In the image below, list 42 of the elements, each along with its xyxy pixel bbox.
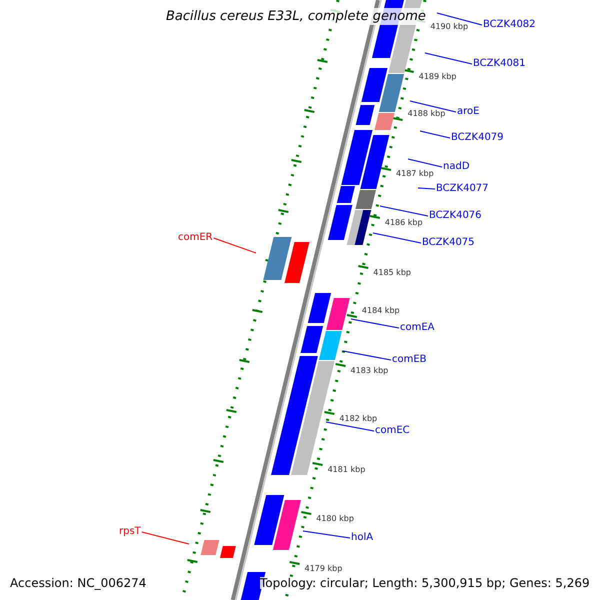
leader-line [408, 158, 442, 168]
gene-label: comER [178, 233, 213, 243]
gene-label: aroE [457, 107, 480, 117]
scale-label: 4190 kbp [430, 23, 468, 31]
footer-text: Accession: NC_006274 [10, 577, 146, 589]
gene-label: BCZK4081 [473, 59, 526, 69]
gene-label: nadD [443, 162, 470, 172]
footer-text: Topology: circular; Length: 5,300,915 bp; Genes: 5,269 [260, 577, 590, 589]
scale-label: 4186 kbp [384, 219, 423, 227]
gene-label: comEC [375, 426, 410, 436]
leader-line [436, 12, 482, 26]
gene-label: BCZK4076 [429, 211, 482, 221]
leader-line [342, 350, 392, 360]
gene-label: BCZK4079 [451, 133, 504, 143]
leader-line [418, 188, 436, 190]
scale-label: 4182 kbp [339, 415, 378, 423]
scale-label: 4184 kbp [362, 307, 400, 315]
gene-label: BCZK4082 [483, 20, 536, 30]
scale-label: 4183 kbp [350, 367, 388, 375]
scale-label: 4187 kbp [396, 170, 434, 178]
scale-label: 4189 kbp [418, 73, 456, 81]
gene-label: BCZK4075 [422, 238, 475, 248]
leader-line [380, 206, 428, 216]
gene-label: comEB [392, 355, 427, 365]
leader-line [424, 52, 472, 64]
gene-label: comEA [400, 323, 435, 333]
leader-line [410, 100, 456, 112]
scale-label: 4188 kbp [408, 110, 446, 118]
gene-label: rpsT [119, 527, 141, 537]
leader-line [420, 130, 450, 138]
scale-label: 4179 kbp [304, 565, 342, 573]
leader-line [372, 232, 422, 244]
gene-label: BCZK4077 [436, 184, 489, 194]
scale-label: 4185 kbp [373, 269, 411, 277]
leader-line [326, 422, 374, 432]
leader-line [350, 318, 400, 328]
leader-line [213, 238, 256, 254]
leader-line [302, 530, 350, 538]
gene-label: holA [351, 533, 374, 543]
scale-label: 4180 kbp [316, 515, 354, 523]
scale-label: 4181 kbp [328, 466, 366, 474]
leader-line [141, 532, 190, 544]
